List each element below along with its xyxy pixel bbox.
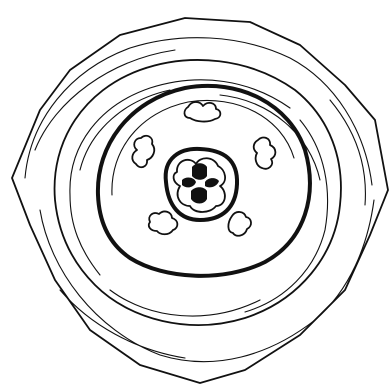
anther-lower-left xyxy=(149,211,178,234)
anther-top xyxy=(184,102,220,122)
anther-lower-right xyxy=(228,212,251,236)
ovary xyxy=(166,149,237,220)
receptacle-ring xyxy=(98,86,310,276)
anther-left xyxy=(132,136,154,167)
anther-right xyxy=(254,138,276,169)
